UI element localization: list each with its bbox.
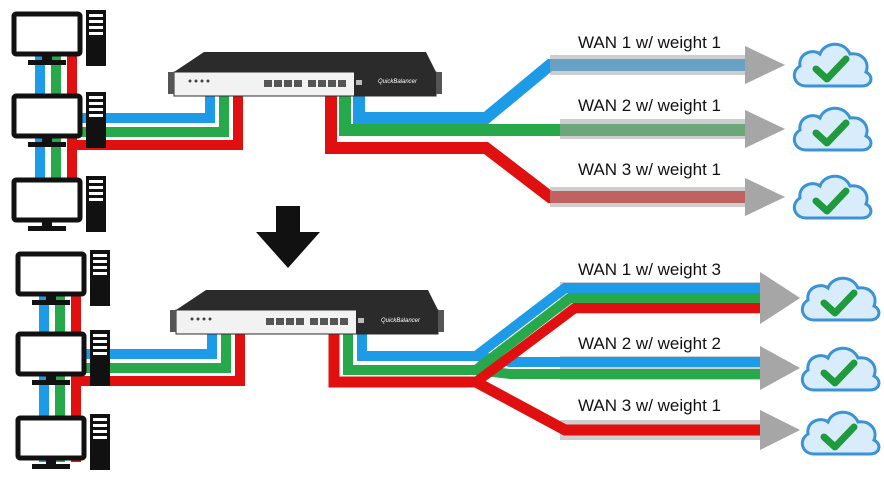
router-brand-label: QuickBalancer: [378, 79, 418, 85]
cloud-check-icon: [802, 348, 879, 390]
bottom-scenario: [18, 250, 879, 470]
bottom-wan-cables: [328, 283, 760, 436]
cloud-check-icon: [802, 412, 879, 454]
wan-label: WAN 1 w/ weight 3: [578, 260, 721, 279]
top-wan-arrows: [550, 46, 785, 216]
wan-label: WAN 3 w/ weight 1: [578, 396, 721, 415]
cloud-check-icon: [794, 176, 871, 218]
wan-label: WAN 1 w/ weight 1: [578, 33, 721, 52]
cloud-check-icon: [794, 108, 871, 150]
router-icon: [169, 289, 445, 335]
top-scenario: [14, 10, 871, 232]
cloud-check-icon: [794, 44, 871, 86]
pc-icon: [14, 176, 106, 232]
wan-label: WAN 3 w/ weight 1: [578, 160, 721, 179]
router-brand-label: QuickBalancer: [381, 318, 421, 324]
router-icon: [167, 51, 443, 97]
cloud-check-icon: [802, 278, 879, 320]
wan-label: WAN 2 w/ weight 2: [578, 334, 721, 353]
wan-label: WAN 2 w/ weight 1: [578, 96, 721, 115]
down-arrow-icon: [256, 206, 320, 268]
